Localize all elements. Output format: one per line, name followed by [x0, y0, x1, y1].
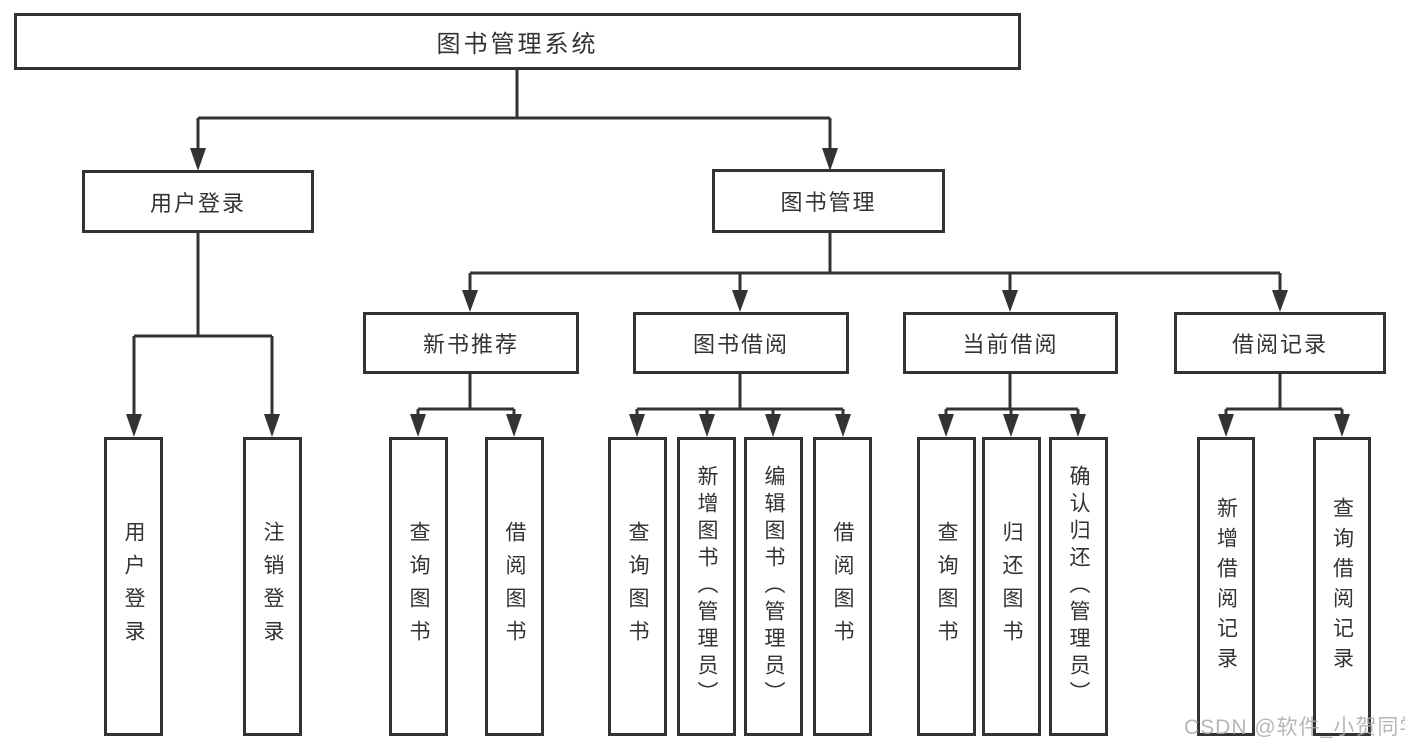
- node-user-login-branch: 用户登录: [82, 170, 314, 233]
- leaf-query-borrow-record: 查询借阅记录: [1313, 437, 1371, 736]
- arrowhead-icon: [822, 148, 838, 171]
- leaf-add-borrow-record-label: 新增借阅记录: [1214, 496, 1238, 677]
- leaf-add-book-admin-label: 新增图书（管理员）: [695, 465, 718, 708]
- node-library-system-label: 图书管理系统: [436, 31, 599, 58]
- leaf-borrow-books-2-label: 借阅图书: [831, 520, 854, 653]
- connector-current-borrowing-to-leaves: [938, 374, 1086, 437]
- leaf-add-book-admin: 新增图书（管理员）: [677, 437, 736, 736]
- node-book-management-label: 图书管理: [780, 190, 877, 215]
- connector-borrowing-records-to-leaves: [1218, 374, 1350, 437]
- node-new-book-recommendation-label: 新书推荐: [422, 332, 519, 357]
- arrowhead-icon: [506, 414, 522, 437]
- arrowhead-icon: [1003, 414, 1019, 437]
- leaf-user-login: 用户登录: [104, 437, 163, 736]
- node-borrowing-records: 借阅记录: [1174, 312, 1386, 374]
- arrowhead-icon: [410, 414, 426, 437]
- connector-book-borrowing-to-leaves: [629, 374, 851, 437]
- node-user-login-branch-label: 用户登录: [149, 190, 246, 216]
- node-library-system: 图书管理系统: [14, 13, 1021, 70]
- leaf-confirm-return-admin-label: 确认归还（管理员）: [1067, 465, 1090, 708]
- leaf-logout: 注销登录: [243, 437, 302, 736]
- arrowhead-icon: [765, 414, 781, 437]
- node-book-management: 图书管理: [712, 169, 945, 233]
- arrowhead-icon: [1334, 414, 1350, 437]
- node-book-borrowing-label: 图书借阅: [692, 332, 789, 357]
- arrowhead-icon: [732, 290, 748, 312]
- leaf-query-books-3: 查询图书: [917, 437, 976, 736]
- arrowhead-icon: [1272, 290, 1288, 312]
- leaf-borrow-books-2: 借阅图书: [813, 437, 872, 736]
- leaf-logout-label: 注销登录: [261, 520, 284, 653]
- leaf-borrow-books-1-label: 借阅图书: [503, 520, 526, 653]
- leaf-borrow-books-1: 借阅图书: [485, 437, 544, 736]
- leaf-query-books-3-label: 查询图书: [935, 520, 958, 653]
- node-current-borrowing-label: 当前借阅: [962, 332, 1059, 357]
- leaf-query-books-1-label: 查询图书: [407, 520, 430, 653]
- node-book-borrowing: 图书借阅: [633, 312, 849, 374]
- leaf-return-books-label: 归还图书: [1000, 520, 1023, 653]
- arrowhead-icon: [629, 414, 645, 437]
- arrowhead-icon: [835, 414, 851, 437]
- connector-root-to-branches: [190, 70, 838, 171]
- leaf-query-books-2: 查询图书: [608, 437, 667, 736]
- leaf-query-borrow-record-label: 查询借阅记录: [1330, 496, 1354, 677]
- leaf-confirm-return-admin: 确认归还（管理员）: [1049, 437, 1108, 736]
- connector-book-management-to-level3: [462, 233, 1288, 312]
- arrowhead-icon: [264, 414, 280, 437]
- leaf-add-borrow-record: 新增借阅记录: [1197, 437, 1255, 736]
- leaf-return-books: 归还图书: [982, 437, 1041, 736]
- watermark-text: CSDN @软件_小贺同学: [1184, 716, 1405, 739]
- arrowhead-icon: [1070, 414, 1086, 437]
- connector-user-login-to-leaves: [126, 233, 280, 437]
- arrowhead-icon: [1218, 414, 1234, 437]
- arrowhead-icon: [1002, 290, 1018, 312]
- connector-new-books-to-leaves: [410, 374, 522, 437]
- leaf-query-books-1: 查询图书: [389, 437, 448, 736]
- node-borrowing-records-label: 借阅记录: [1231, 332, 1328, 357]
- leaf-edit-book-admin: 编辑图书（管理员）: [744, 437, 803, 736]
- leaf-user-login-label: 用户登录: [122, 520, 145, 653]
- node-new-book-recommendation: 新书推荐: [363, 312, 579, 374]
- arrowhead-icon: [699, 414, 715, 437]
- arrowhead-icon: [938, 414, 954, 437]
- leaf-query-books-2-label: 查询图书: [626, 520, 649, 653]
- leaf-edit-book-admin-label: 编辑图书（管理员）: [762, 465, 785, 708]
- arrowhead-icon: [462, 290, 478, 312]
- arrowhead-icon: [126, 414, 142, 437]
- arrowhead-icon: [190, 148, 206, 171]
- watermark: CSDN @软件_小贺同学: [1184, 711, 1405, 741]
- node-current-borrowing: 当前借阅: [903, 312, 1118, 374]
